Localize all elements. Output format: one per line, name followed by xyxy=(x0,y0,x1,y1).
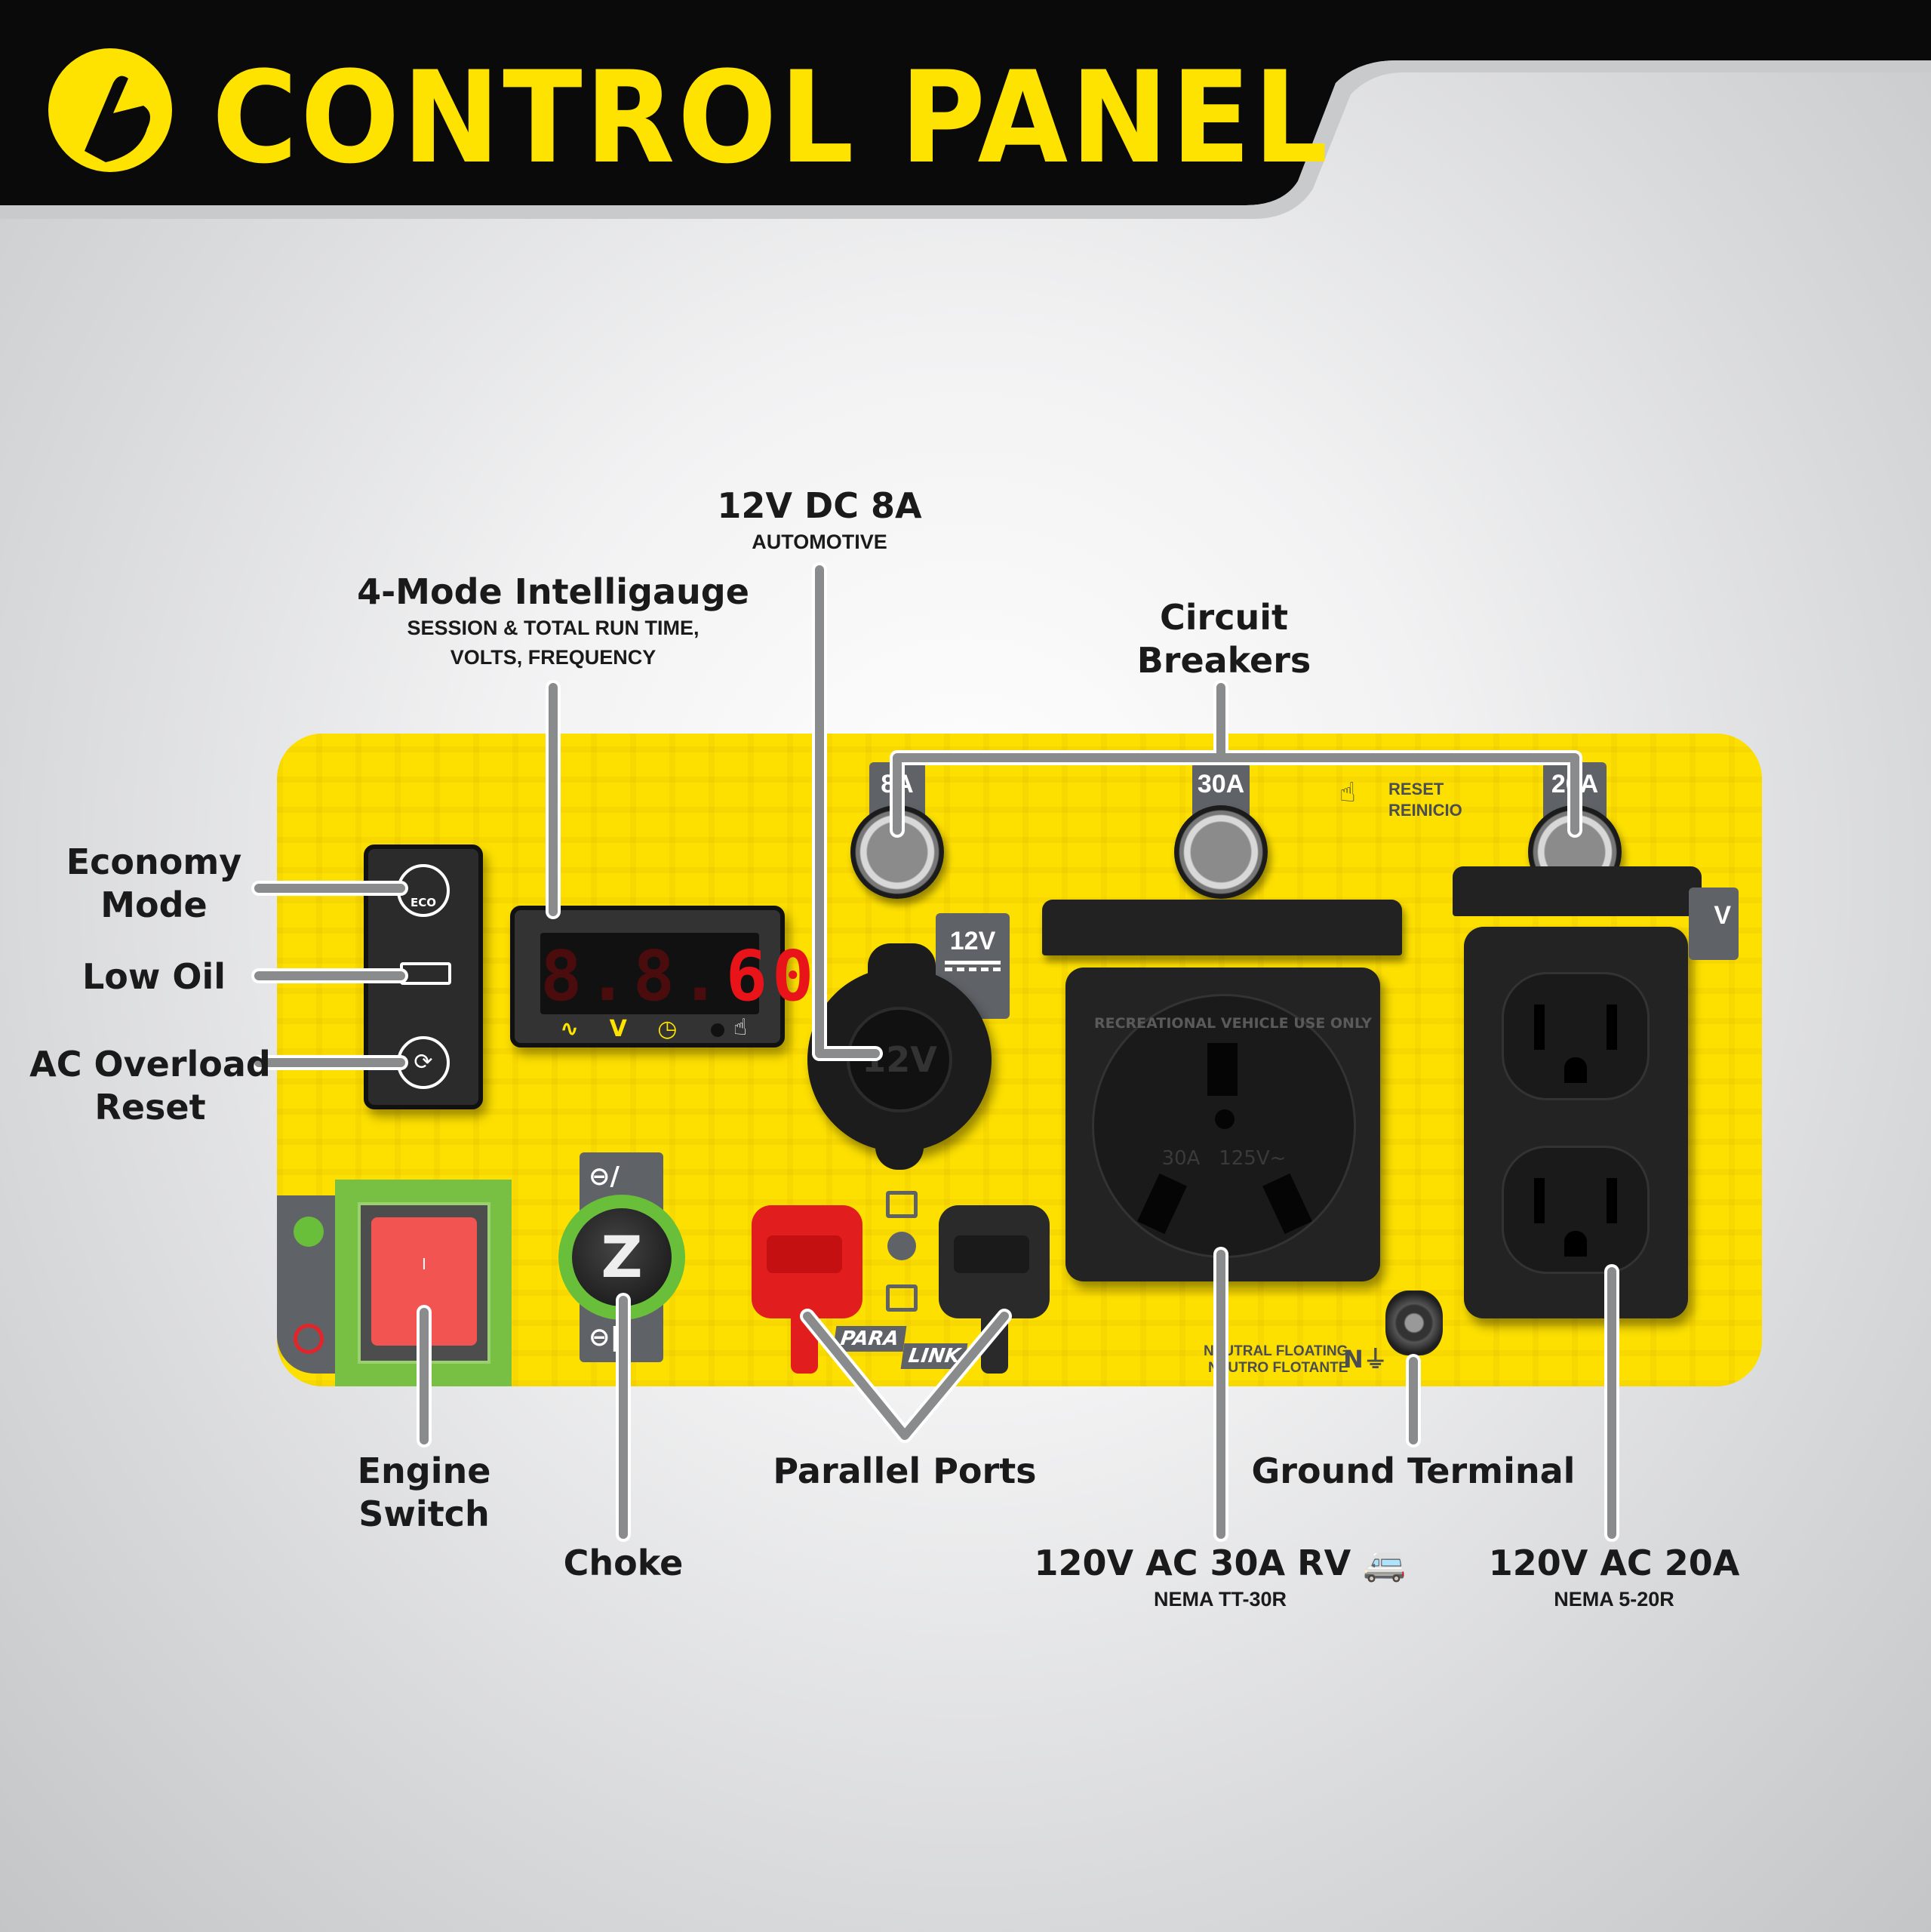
intelligauge-meter: 8.8.60 ∿ V ◷ ☝ xyxy=(510,906,813,1048)
breaker-30a-button[interactable] xyxy=(1174,805,1268,899)
hand-pointer-icon xyxy=(48,48,172,172)
rv-ring-text: RECREATIONAL VEHICLE USE ONLY xyxy=(1094,1015,1372,1032)
ac20-badge: V xyxy=(1689,888,1739,960)
gauge-sub1: SESSION & TOTAL RUN TIME, xyxy=(407,617,700,639)
engine-line2: Switch xyxy=(358,1494,490,1534)
overload-reset-icon[interactable]: ⟳ xyxy=(397,1036,450,1089)
engine-switch-legend xyxy=(277,1195,345,1374)
reset-text: RESET xyxy=(1388,780,1444,798)
rv-slot-left xyxy=(1137,1173,1187,1235)
choke-open-icon: ⊖| xyxy=(589,1322,620,1352)
rv-label: 120V AC 30A RV 🚐 NEMA TT-30R xyxy=(1035,1542,1407,1614)
neutral-en: NEUTRAL FLOATING xyxy=(1204,1343,1348,1359)
rv-trailer-icon: 🚐 xyxy=(1363,1543,1407,1583)
breaker-8a-button[interactable] xyxy=(850,805,944,899)
dc-label: 12V DC 8A AUTOMOTIVE xyxy=(717,485,921,557)
paralink-right: LINK xyxy=(900,1343,968,1369)
socket-cap-tab xyxy=(875,1132,924,1170)
engine-switch-rocker[interactable]: I xyxy=(371,1217,477,1346)
duplex-cover[interactable] xyxy=(1453,866,1702,916)
battery-icon-bottom xyxy=(886,1284,918,1312)
engine-line1: Engine xyxy=(357,1451,491,1491)
choke-knob[interactable]: Z xyxy=(572,1208,672,1306)
neutral-es: NEUTRO FLOTANTE xyxy=(1207,1360,1348,1376)
rv-title: 120V AC 30A RV 🚐 xyxy=(1035,1542,1407,1585)
ac20-title: 120V AC 20A xyxy=(1488,1543,1740,1583)
rv-30a-receptacle[interactable]: 30A 125V~ RECREATIONAL VEHICLE USE ONLY xyxy=(1065,968,1380,1281)
engine-switch-frame: I xyxy=(335,1180,512,1386)
paralink-left: PARA xyxy=(832,1326,907,1352)
voltage-icon: V xyxy=(609,1016,627,1042)
page-title: CONTROL PANEL xyxy=(212,44,1331,192)
outlet-bottom[interactable] xyxy=(1502,1146,1650,1274)
rv-receptacle-face: 30A 125V~ RECREATIONAL VEHICLE USE ONLY xyxy=(1092,994,1372,1258)
oil-can-icon xyxy=(400,962,451,985)
socket-cap: 12V xyxy=(847,1007,952,1112)
reinicio-text: REINICIO xyxy=(1388,801,1462,820)
ac-20a-duplex-receptacle xyxy=(1464,927,1688,1318)
choke-closed-icon: ⊖/ xyxy=(589,1161,620,1192)
engine-on-icon xyxy=(294,1217,324,1247)
breakers-line2: Breakers xyxy=(1136,640,1311,681)
meter-mode-icons: ∿ V ◷ xyxy=(560,1016,677,1042)
dc-sub: AUTOMOTIVE xyxy=(752,531,887,553)
battery-icon-top xyxy=(886,1191,918,1218)
mode-button-icon: ☝ xyxy=(733,1014,748,1041)
rv-ground-slot xyxy=(1207,1043,1238,1096)
ground-label: Ground Terminal xyxy=(1251,1451,1576,1491)
ground-terminal[interactable] xyxy=(1385,1291,1443,1355)
ac20-label: 120V AC 20A NEMA 5-20R xyxy=(1489,1542,1740,1614)
indicator-panel: ECO ⟳ xyxy=(364,844,483,1109)
breakers-line1: Circuit xyxy=(1160,597,1288,638)
black-port-tab xyxy=(981,1313,1008,1374)
red-port-tab xyxy=(791,1313,818,1374)
oil-label: Low Oil xyxy=(81,956,226,997)
eco-icon[interactable]: ECO xyxy=(397,864,450,917)
parallel-label: Parallel Ports xyxy=(773,1451,1037,1491)
outlet-top[interactable] xyxy=(1502,972,1650,1100)
rv-receptacle-cover[interactable] xyxy=(1042,900,1402,955)
rv-title-text: 120V AC 30A RV xyxy=(1034,1543,1351,1583)
overload-line1: AC Overload xyxy=(29,1044,271,1084)
dc-badge-text: 12V xyxy=(949,927,996,955)
link-icon xyxy=(887,1232,916,1260)
parallel-port-red[interactable] xyxy=(752,1205,862,1318)
dc-title: 12V DC 8A xyxy=(717,485,922,526)
dc-symbol-icon xyxy=(945,961,1001,971)
eco-line1: Economy xyxy=(66,841,242,882)
rv-sub: NEMA TT-30R xyxy=(1153,1588,1287,1611)
meter-display: 8.8.60 xyxy=(540,933,813,1017)
eco-icon-text: ECO xyxy=(410,896,436,909)
gauge-sub2: VOLTS, FREQUENCY xyxy=(450,646,656,669)
gauge-title: 4-Mode Intelligauge xyxy=(357,571,749,612)
header-bar xyxy=(0,0,1931,219)
meter-dim-digits: 8.8. xyxy=(540,936,726,1017)
engine-switch-mark: I xyxy=(422,1255,426,1273)
rv-rating-text: 30A 125V~ xyxy=(1161,1147,1287,1170)
mode-button[interactable] xyxy=(711,1023,724,1037)
neutral-ground-symbol-icon: N⏚ xyxy=(1343,1345,1388,1374)
dc-badge: 12V xyxy=(936,913,1010,1019)
meter-bright-digits: 60 xyxy=(725,936,819,1017)
rv-slot-right xyxy=(1262,1173,1312,1235)
engine-off-icon xyxy=(294,1324,324,1354)
ac20-sub: NEMA 5-20R xyxy=(1554,1588,1674,1611)
socket-cap-hinge xyxy=(868,943,936,996)
clock-icon: ◷ xyxy=(657,1016,678,1042)
rv-hole xyxy=(1215,1109,1235,1129)
eco-line2: Mode xyxy=(100,884,208,925)
reset-hand-icon: ☝ xyxy=(1339,777,1356,808)
overload-line2: Reset xyxy=(94,1087,206,1128)
reset-label: RESET REINICIO xyxy=(1388,779,1462,821)
choke-label: Choke xyxy=(563,1543,684,1583)
frequency-icon: ∿ xyxy=(560,1016,580,1042)
parallel-port-black[interactable] xyxy=(939,1205,1050,1318)
